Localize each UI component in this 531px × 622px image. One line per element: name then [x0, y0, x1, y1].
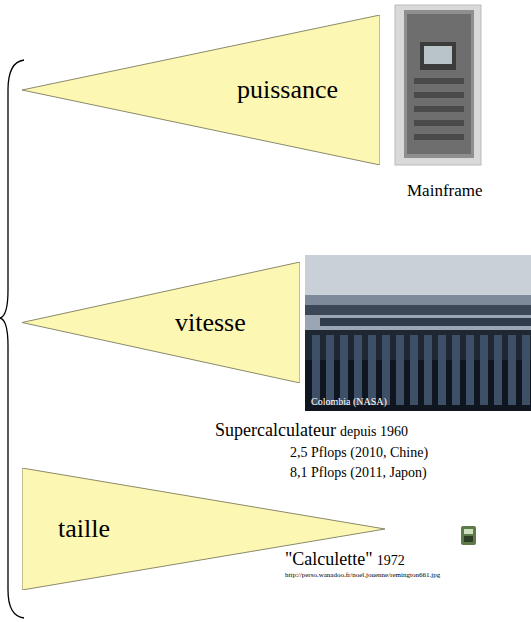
band-label: taille — [58, 516, 110, 542]
triangle-band: vitesse — [22, 262, 300, 383]
image-caption: Mainframe — [407, 182, 483, 201]
triangle-band: puissance — [22, 15, 380, 165]
source-url: http://perso.wanadoo.fr/noel.jouenne/rem… — [285, 572, 440, 580]
date-note: 1972 — [377, 553, 405, 568]
curly-brace — [0, 60, 24, 618]
image-caption: "Calculette" — [285, 550, 373, 570]
triangle-shape — [22, 262, 300, 383]
calculator-icon — [461, 526, 476, 545]
performance-note: 2,5 Pflops (2010, Chine) — [290, 445, 428, 460]
mainframe-photo — [395, 5, 481, 165]
date-note: depuis 1960 — [340, 424, 408, 439]
band-label: puissance — [237, 77, 338, 103]
image-caption: Supercalculateur — [215, 421, 336, 441]
supercomputer-photo — [305, 255, 531, 411]
performance-note: 8,1 Pflops (2011, Japon) — [290, 465, 427, 480]
photo-credit: Colombia (NASA) — [311, 396, 387, 407]
band-label: vitesse — [175, 310, 246, 336]
